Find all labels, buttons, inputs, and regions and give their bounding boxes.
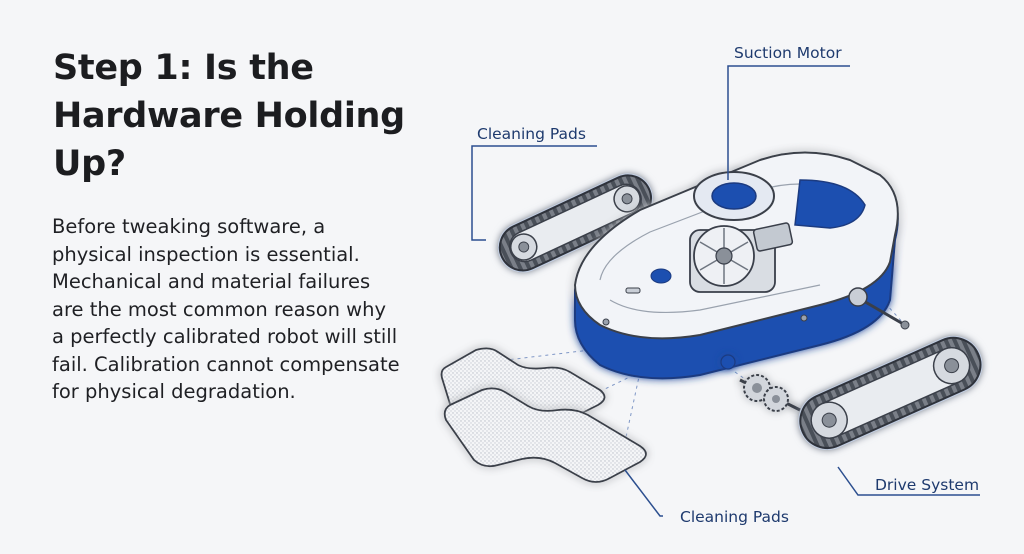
track-right: [798, 335, 983, 450]
suction-fan: [689, 222, 794, 293]
gear-assembly: [720, 354, 801, 412]
label-drive-system: Drive System: [875, 476, 979, 494]
label-suction-motor: Suction Motor: [734, 44, 842, 62]
slide-headline: Step 1: Is the Hardware Holding Up?: [53, 48, 405, 184]
drive-axle: [848, 287, 910, 330]
callout-leaders: [471, 65, 980, 517]
slide-body-text: Before tweaking software, a physical ins…: [52, 215, 400, 403]
label-cleaning-pads-top: Cleaning Pads: [477, 125, 586, 143]
label-cleaning-pads-bottom: Cleaning Pads: [680, 508, 789, 526]
track-left: [497, 173, 653, 273]
